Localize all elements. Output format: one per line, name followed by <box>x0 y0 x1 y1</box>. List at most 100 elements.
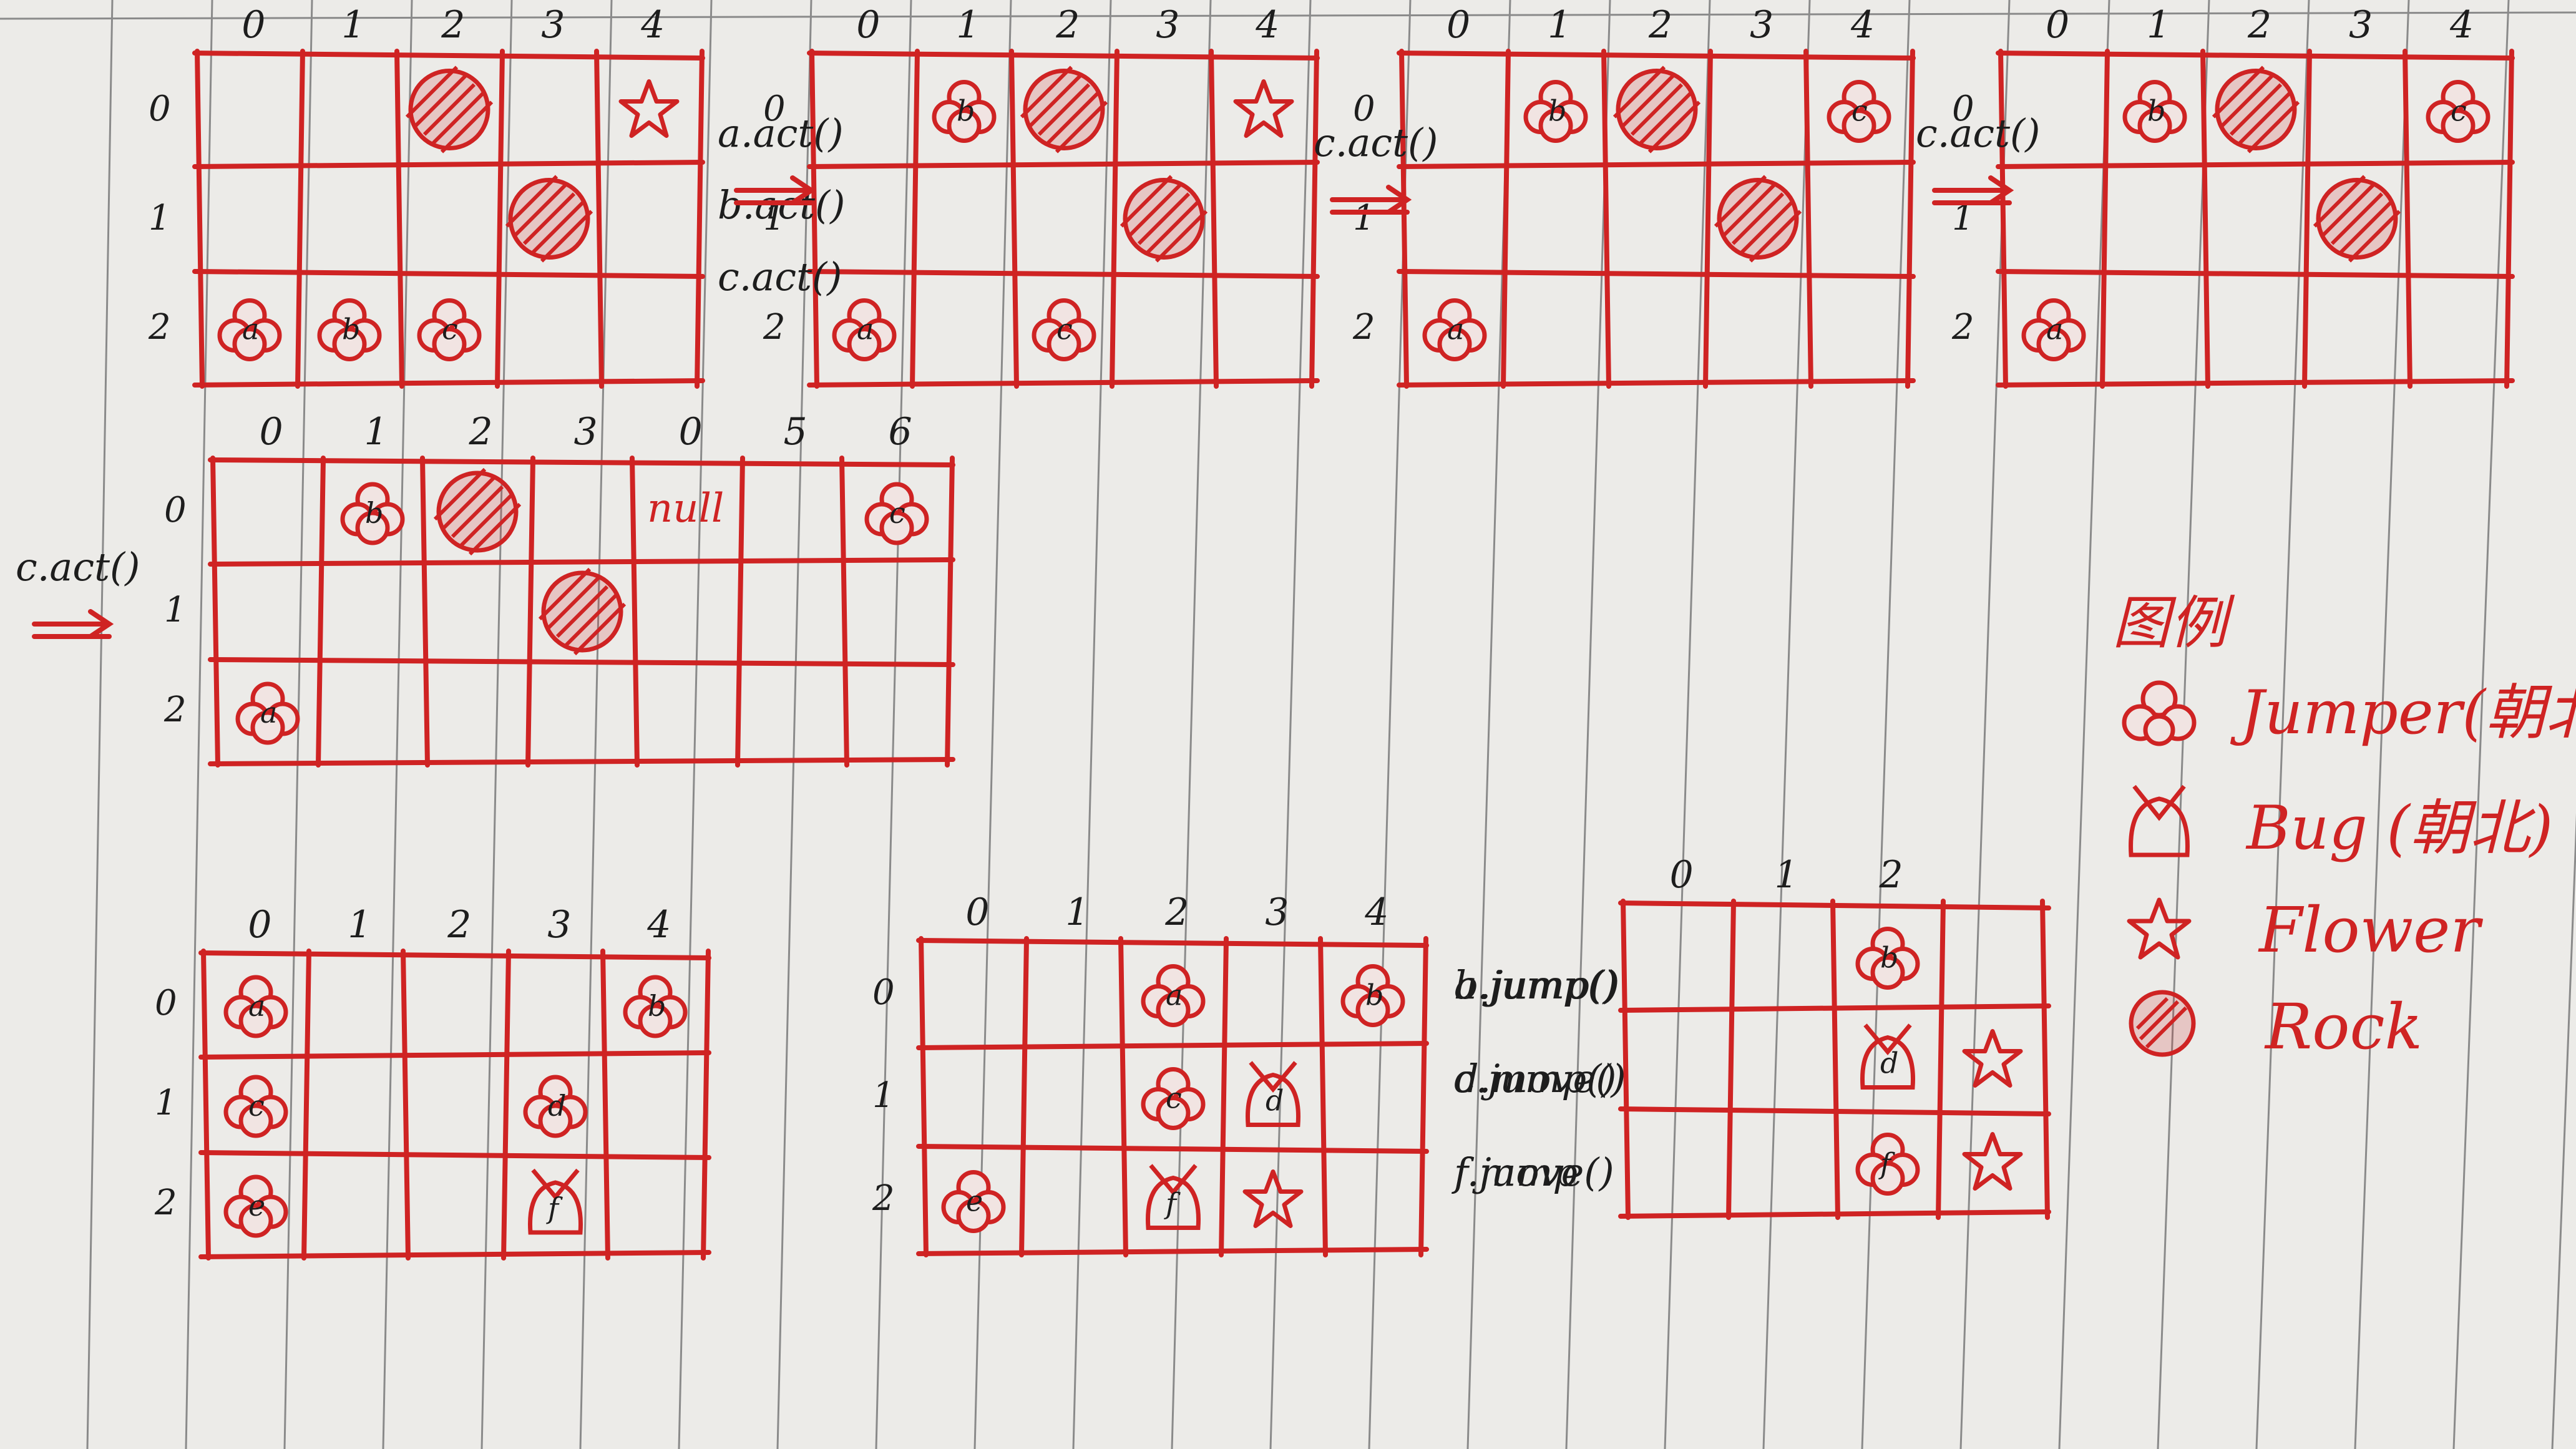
arrow-icon <box>1932 175 2014 205</box>
row-label: 0 <box>164 490 187 530</box>
flower-icon <box>1233 79 1294 138</box>
jumper-icon: a <box>235 681 300 745</box>
column-label: 3 <box>2349 3 2373 47</box>
jumper-icon: b <box>340 482 405 545</box>
actor-label: a <box>248 989 265 1023</box>
column-label: 2 <box>469 410 493 454</box>
rock-icon <box>2212 66 2300 154</box>
grid-row-line <box>1618 1209 2051 1219</box>
row-label: 2 <box>763 307 786 348</box>
grid-row-line <box>916 938 1429 948</box>
column-label: 0 <box>2046 3 2069 47</box>
column-label: 1 <box>341 3 365 47</box>
column-label: 0 <box>856 3 880 47</box>
grid-row-line <box>198 1050 711 1060</box>
grid-column-line <box>295 49 305 389</box>
grid-column-line <box>2200 49 2210 389</box>
column-label: 0 <box>242 3 265 47</box>
actor-label: c <box>442 313 458 346</box>
column-label: 0 <box>679 410 703 454</box>
column-label: 6 <box>889 410 912 454</box>
jumper-icon: e <box>223 1174 288 1238</box>
grid-column-line <box>401 949 411 1261</box>
rock-icon <box>1612 66 1701 154</box>
column-label: 2 <box>2247 3 2271 47</box>
legend-bug-label: Bug (朝北) <box>2245 793 2553 863</box>
grid-row-line <box>807 51 1320 61</box>
grid-column-line <box>809 49 819 389</box>
grid-row-line <box>1996 51 2515 61</box>
column-label: 1 <box>956 3 980 47</box>
rock-icon <box>1120 175 1208 263</box>
jumper-icon: c <box>223 1075 288 1138</box>
grid-column-line <box>420 456 430 768</box>
jumper-icon: a <box>832 298 897 361</box>
rock-icon <box>1714 175 1802 263</box>
grid-row-line <box>1996 269 2515 279</box>
jumper-icon: b <box>932 80 997 143</box>
jumper-icon: b <box>1523 80 1588 143</box>
grid-column-line <box>1110 49 1120 389</box>
rock-icon <box>538 567 627 656</box>
flower-icon <box>1962 1132 2023 1191</box>
grid-column-line <box>195 49 205 389</box>
grid-row-line <box>807 378 1320 388</box>
column-label: 4 <box>646 903 671 947</box>
column-label: 0 <box>1447 3 1470 47</box>
column-label: 5 <box>784 410 807 454</box>
grid-row-line <box>807 269 1320 279</box>
legend: 图例 Jumper(朝北) Bug (朝北) Flower Rock <box>2112 590 2576 1063</box>
grid-row-line <box>916 1247 1429 1256</box>
grid-row-line <box>198 1150 711 1160</box>
actor-label: a <box>260 696 277 729</box>
actor-label: e <box>248 1189 265 1222</box>
jumper-icon: c <box>1827 80 1891 143</box>
jumper-icon: b <box>2122 80 2187 143</box>
column-label: 0 <box>1670 853 1694 897</box>
actor-label: b <box>365 496 383 530</box>
grid-column-line <box>839 456 849 768</box>
grid-row-line <box>1397 160 1916 169</box>
column-label: 4 <box>1850 3 1875 47</box>
jumper-icon: a <box>223 975 288 1038</box>
method-call-annotation: a.jump() <box>1454 962 1618 1008</box>
row-label: 1 <box>1353 198 1375 238</box>
actor-label: c <box>2451 94 2467 128</box>
column-label: 0 <box>248 903 271 947</box>
actor-label: c <box>889 496 905 530</box>
method-call-annotation: c.act() <box>1916 110 2040 156</box>
jumper-icon: c <box>2426 80 2491 143</box>
grid-row-line <box>208 557 955 567</box>
column-label: 1 <box>348 903 371 947</box>
flower-icon <box>1242 1169 1304 1228</box>
column-label: 3 <box>574 410 598 454</box>
flower-icon <box>618 79 680 138</box>
jumper-icon: b <box>1340 964 1405 1027</box>
grid-column-line <box>525 456 535 768</box>
actor-label: e <box>966 1184 983 1218</box>
row-label: 1 <box>164 590 187 630</box>
actor-label: b <box>648 989 666 1023</box>
grid-column-line <box>1009 49 1019 389</box>
grid-row-line <box>208 657 955 667</box>
column-label: 3 <box>1750 3 1773 47</box>
grid-column-line <box>2403 49 2413 389</box>
jumper-icon: a <box>217 298 282 361</box>
grid-column-line <box>1726 899 1736 1220</box>
column-label: 3 <box>1265 890 1289 934</box>
grid-column-line <box>501 949 511 1261</box>
grid-column-line <box>201 949 211 1261</box>
legend-rock-label: Rock <box>2264 990 2422 1063</box>
grid-row-line <box>192 51 705 61</box>
grid-column-line <box>1703 49 1713 389</box>
rock-icon <box>2313 175 2401 263</box>
jumper-icon: a <box>2021 298 2086 361</box>
grid-column-line <box>1309 49 1319 389</box>
method-call-annotation: c.act() <box>16 544 140 590</box>
row-label: 1 <box>155 1083 177 1123</box>
grid-column-line <box>600 949 610 1261</box>
